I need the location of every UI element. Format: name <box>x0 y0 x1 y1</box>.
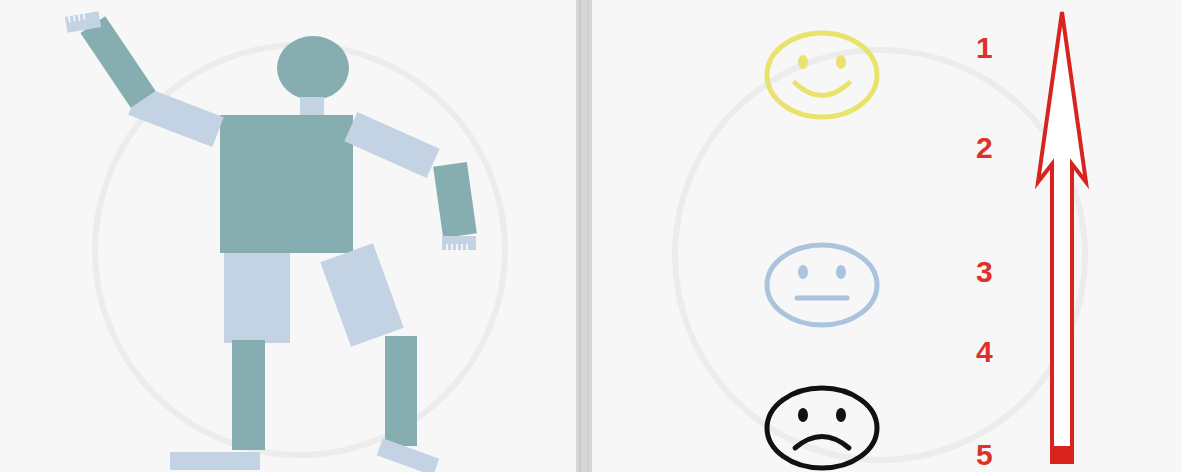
scale-number: 5 <box>976 438 993 472</box>
face-frown <box>795 437 849 449</box>
face-eye <box>798 408 808 422</box>
face-eye <box>836 55 846 69</box>
figure-thigh <box>224 253 290 343</box>
figure-foot <box>170 452 260 470</box>
scale-number: 1 <box>976 31 993 65</box>
scale-number: 4 <box>976 335 993 369</box>
face-outline <box>767 388 877 468</box>
figure-hand <box>442 236 476 250</box>
figure-upper-arm <box>344 112 439 178</box>
face-eye <box>836 408 846 422</box>
neutral-face <box>767 245 877 325</box>
figure-torso <box>220 115 353 253</box>
face-smile <box>795 83 849 96</box>
figure-forearm <box>433 162 477 238</box>
faint-clock <box>95 45 505 455</box>
scale-arrow <box>1038 12 1086 462</box>
scale-number: 2 <box>976 131 993 165</box>
scale-number: 3 <box>976 255 993 289</box>
figure-neck <box>300 97 324 117</box>
happy-face <box>767 33 877 117</box>
divider-line <box>580 0 581 472</box>
figure-foot <box>377 438 440 472</box>
figure-shin <box>232 340 265 450</box>
sad-face <box>767 388 877 468</box>
figure-hand <box>65 11 101 33</box>
figure-forearm <box>80 16 155 107</box>
finger-lines <box>69 14 85 23</box>
figure-thigh <box>320 243 403 347</box>
divider-line <box>588 0 589 472</box>
arrow-base <box>1052 446 1072 462</box>
figure-head <box>277 36 349 100</box>
face-outline <box>767 245 877 325</box>
faint-clock <box>675 50 1085 460</box>
face-eye <box>798 55 808 69</box>
face-eye <box>836 265 846 279</box>
face-outline <box>767 33 877 117</box>
face-mouth <box>797 296 847 301</box>
face-eye <box>798 265 808 279</box>
page-divider <box>576 0 592 472</box>
finger-lines <box>447 244 467 250</box>
figure-shin <box>385 336 417 446</box>
dancing-figure <box>65 11 477 472</box>
